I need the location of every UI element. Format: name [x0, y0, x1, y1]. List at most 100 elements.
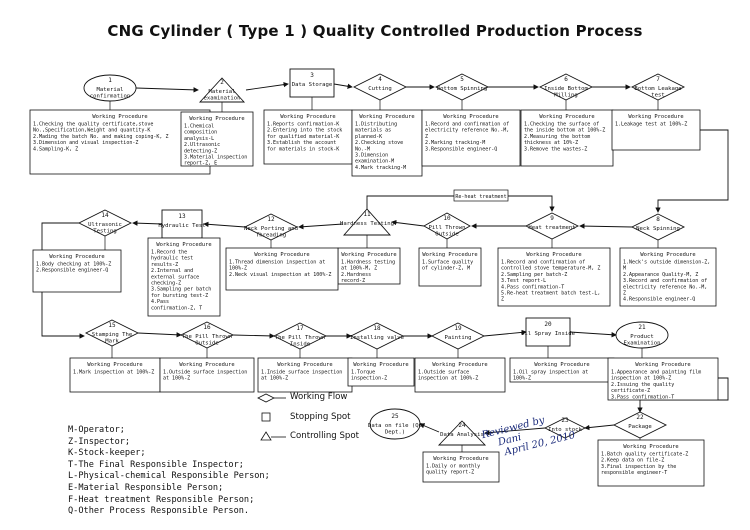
- flow-2-3: [245, 81, 289, 91]
- flow-24-25: [419, 423, 440, 433]
- procedure-line: results-Z: [151, 262, 178, 268]
- step-name: Product: [630, 334, 654, 340]
- procedure-line: 2.Issuing the quality: [611, 382, 674, 388]
- working-procedure-heading: Working Procedure: [432, 362, 487, 368]
- flow-19-20: [483, 329, 527, 337]
- working-procedure-box: [347, 357, 415, 387]
- flow-13-14: [132, 220, 163, 226]
- step-name: Milling: [554, 93, 578, 99]
- working-procedure-heading: Working Procedure: [179, 362, 234, 368]
- step-number: 21: [638, 324, 646, 331]
- flow-1-2: [135, 87, 199, 93]
- page-title: CNG Cylinder ( Type 1 ) Quality Controll…: [107, 22, 643, 40]
- step-number: 14: [101, 212, 109, 219]
- step-name: Bottom Leakage: [634, 86, 682, 92]
- step-name: Material: [209, 89, 236, 95]
- procedure-line: 2.Ultrasonic: [184, 142, 220, 148]
- procedure-line: electricity reference No.-M,: [623, 284, 707, 290]
- step-2-triangle: [198, 77, 246, 103]
- step-24-triangle: [437, 420, 487, 446]
- procedure-line: 4.Sampling-K, Z: [33, 146, 78, 152]
- reheat-label: Re-heat treatment: [455, 194, 506, 200]
- step-12-diamond: [243, 213, 299, 241]
- step-name: The Pill Thrown: [182, 334, 233, 340]
- step-14-diamond: [77, 209, 133, 237]
- procedure-line: 2.Entering into the stock: [267, 128, 342, 134]
- procedure-line: 1.Record and confirmation of: [501, 260, 585, 266]
- step-number: 3: [310, 72, 314, 79]
- procedure-line: 1.Appearance and painting film: [611, 370, 701, 376]
- step-15-diamond: [84, 319, 140, 347]
- working-procedure-box: [69, 357, 161, 393]
- procedure-line: 1.Record the: [151, 250, 187, 256]
- procedure-line: 3.Pass confirmation-T: [611, 394, 674, 400]
- working-procedure-heading: Working Procedure: [635, 362, 690, 368]
- working-procedure-box: [351, 109, 423, 177]
- step-number: 24: [458, 422, 466, 429]
- working-procedure-heading: Working Procedure: [353, 362, 408, 368]
- procedure-line: 3.Final inspection by the: [601, 464, 676, 470]
- working-procedure-heading: Working Procedure: [422, 252, 477, 258]
- step-18-diamond: [349, 322, 405, 350]
- procedure-line: 1.Body checking at 100%-Z: [36, 262, 111, 268]
- procedure-line: 3.Responsible engineer-Q: [425, 146, 497, 152]
- step-number: 1: [108, 77, 112, 84]
- legend-role: T-The Final Responsible Inspector;: [68, 459, 244, 470]
- working-procedure-box: [147, 237, 221, 317]
- step-name: Heat treatment: [528, 225, 575, 231]
- procedure-line: 1.Surface quality: [422, 260, 473, 266]
- procedure-line: No.-M: [355, 146, 370, 152]
- working-procedure-heading: Working Procedure: [539, 114, 594, 120]
- working-procedure-heading: Working Procedure: [87, 362, 142, 368]
- procedure-line: 1.Mark inspection at 100%-Z: [73, 370, 154, 376]
- legend-stopping-spot-label: Stopping Spot: [290, 412, 351, 422]
- procedure-line: examination-M: [355, 159, 394, 165]
- procedure-line: 1.Chemical: [184, 124, 214, 130]
- procedure-line: 1.Thread dimension inspection at: [229, 260, 325, 266]
- procedure-line: controlled stove temperature-M, Z: [501, 266, 600, 272]
- working-procedure-box: [159, 357, 255, 393]
- legend-role: F-Heat treatment Responsible Person;: [68, 494, 255, 505]
- step-19-diamond: [430, 322, 486, 350]
- working-procedure-box: [180, 111, 254, 167]
- step-25-circle: [369, 408, 421, 440]
- procedure-line: record-Z: [341, 278, 365, 284]
- procedure-line: 2.Marking tracking-M: [425, 140, 485, 146]
- procedure-line: 4.Responsible engineer-Q: [623, 297, 695, 303]
- flow-10-11: [391, 219, 425, 227]
- step-name: Neck Porting and: [244, 226, 298, 232]
- procedure-line: checking-Z: [151, 281, 181, 287]
- procedure-line: 1.Record and confirmation of: [425, 122, 509, 128]
- working-procedure-heading: Working Procedure: [623, 444, 678, 450]
- step-name: Ultrasonic: [88, 222, 122, 228]
- legend-role: Z-Inspector;: [68, 436, 131, 447]
- working-procedure-box: [497, 247, 611, 307]
- step-number: 4: [378, 76, 382, 83]
- procedure-line: at 100%-Z: [163, 376, 190, 382]
- step-name: Data Storage: [292, 82, 333, 88]
- step-name: Data on file (QC: [368, 423, 422, 429]
- step-number: 16: [203, 324, 211, 331]
- working-procedure-heading: Working Procedure: [359, 114, 414, 120]
- procedure-line: at 100%-M, Z: [341, 266, 377, 272]
- step-4-diamond: [352, 73, 408, 101]
- step-name: Pill Thrown: [428, 225, 465, 231]
- procedure-line: 2.Hardness: [341, 272, 371, 278]
- flow-21-22: [637, 377, 729, 413]
- working-procedure-heading: Working Procedure: [433, 456, 488, 462]
- procedure-line: 1.Daily or monthly: [426, 464, 480, 470]
- procedure-line: 2.Checking stove: [355, 140, 403, 146]
- step-number: 7: [656, 76, 660, 83]
- working-procedure-box: [597, 439, 705, 487]
- flow-3-4: [333, 83, 353, 89]
- procedure-line: quality report-Z: [426, 470, 474, 476]
- procedure-line: Z: [425, 134, 428, 140]
- procedure-line: 1.Checking the quality certificate,stove: [33, 122, 153, 128]
- working-procedure-box: [29, 109, 211, 175]
- procedure-line: thickness at 10%-Z: [524, 140, 578, 146]
- step-number: 13: [178, 213, 186, 220]
- procedure-line: composition: [184, 130, 217, 136]
- procedure-line: 1.Oil spray inspection at: [513, 370, 588, 376]
- legend-role: M-Operator;: [68, 425, 125, 435]
